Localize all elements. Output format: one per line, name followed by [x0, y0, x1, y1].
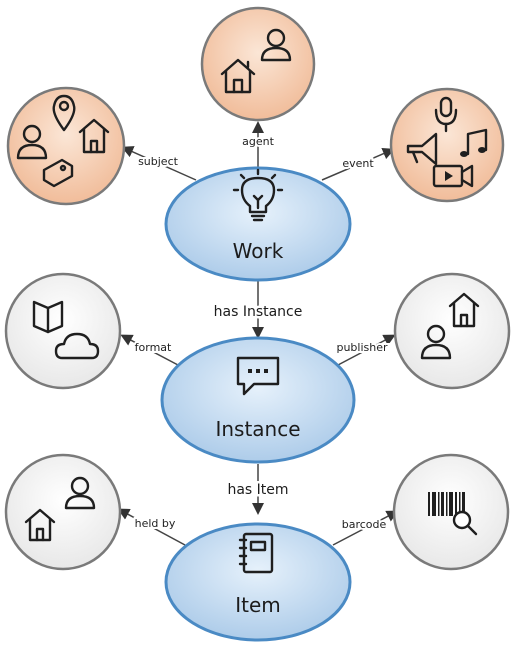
circle-held-by [4, 453, 122, 571]
edge-event-line [321, 148, 395, 181]
house-icon [220, 58, 256, 94]
node-work: Work [164, 166, 352, 282]
edge-label-event: event [342, 157, 374, 170]
node-work-label: Work [233, 239, 284, 263]
edge-label-agent: agent [242, 135, 274, 148]
connectors [117, 121, 399, 546]
edge-subject-line [121, 146, 197, 181]
node-instance: Instance [160, 336, 356, 464]
microphone-icon [434, 96, 458, 133]
house-icon [24, 508, 56, 542]
node-item-label: Item [235, 593, 281, 617]
link-label-has-instance: has Instance [214, 304, 303, 320]
magnifier-icon [452, 510, 478, 536]
video-camera-icon [432, 164, 474, 188]
speech-bubble-icon [236, 356, 280, 396]
edge-label-barcode: barcode [342, 518, 387, 531]
edge-label-format: format [135, 341, 172, 354]
megaphone-icon [406, 132, 438, 166]
node-instance-label: Instance [215, 417, 300, 441]
tag-icon [42, 158, 74, 188]
person-icon [64, 476, 96, 510]
edge-label-publisher: publisher [336, 341, 388, 354]
circle-publisher [393, 272, 511, 390]
edge-labels: agent subject event has Instance format … [133, 133, 390, 533]
book-icon [32, 300, 64, 334]
person-icon [420, 324, 452, 360]
person-icon [260, 28, 292, 62]
circle-agent [200, 6, 316, 122]
location-pin-icon [52, 94, 76, 132]
lightbulb-icon [232, 168, 284, 222]
edge-publisher-line [337, 334, 396, 366]
house-icon [78, 118, 110, 154]
barcode-icon [428, 492, 465, 516]
music-notes-icon [460, 128, 488, 157]
cloud-icon [54, 332, 100, 360]
person-icon [16, 124, 48, 160]
circle-event [389, 87, 505, 203]
link-label-has-item: has Item [227, 482, 288, 498]
edge-barcode-line [332, 510, 399, 546]
circle-barcode [392, 453, 510, 571]
edge-held-by-line [117, 508, 186, 546]
edge-label-held-by: held by [135, 517, 176, 530]
notebook-icon [238, 532, 274, 574]
edge-label-subject: subject [138, 155, 179, 168]
node-item: Item [164, 522, 352, 642]
edge-format-line [120, 334, 179, 366]
circle-format [4, 272, 122, 390]
circle-subject [6, 86, 126, 206]
house-icon [448, 292, 480, 328]
